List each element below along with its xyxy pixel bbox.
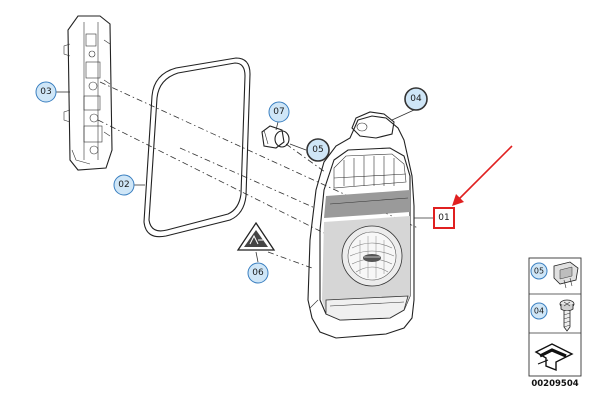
- red-arrow-icon: [452, 145, 513, 206]
- callout-07-label: 07: [273, 107, 284, 117]
- callout-07[interactable]: 07: [268, 101, 290, 123]
- tail-light-part[interactable]: [307, 111, 415, 339]
- legend-item-05[interactable]: 05: [530, 261, 579, 289]
- legend-04-label: 04: [534, 307, 544, 316]
- callout-05-label: 05: [312, 145, 323, 155]
- document-number: 00209504: [531, 379, 578, 389]
- callout-02-label: 02: [118, 180, 129, 190]
- leader-lines: [56, 91, 434, 263]
- legend-05-label: 05: [534, 267, 544, 276]
- navigation-arrow-icon[interactable]: [534, 343, 574, 372]
- callout-06[interactable]: 06: [247, 262, 269, 284]
- lamp-holder-part[interactable]: [63, 15, 113, 171]
- legend-panel: 05 04: [528, 257, 582, 377]
- callout-01-selected[interactable]: 01: [433, 207, 455, 229]
- callout-06-label: 06: [252, 268, 264, 278]
- callout-05[interactable]: 05: [306, 138, 330, 162]
- callout-04-label: 04: [410, 94, 422, 104]
- assembly-lines: [97, 81, 419, 269]
- warning-triangle-icon[interactable]: [236, 221, 276, 251]
- clip-nut-icon: [553, 261, 579, 289]
- bulb-part[interactable]: [261, 125, 290, 149]
- callout-03-label: 03: [40, 87, 51, 97]
- screw-icon: [559, 299, 575, 332]
- callout-02[interactable]: 02: [113, 174, 135, 196]
- gasket-part[interactable]: [143, 57, 251, 238]
- callout-01-label: 01: [438, 213, 449, 223]
- callout-03[interactable]: 03: [35, 81, 57, 103]
- legend-item-04[interactable]: 04: [530, 299, 575, 332]
- callout-04[interactable]: 04: [404, 87, 428, 111]
